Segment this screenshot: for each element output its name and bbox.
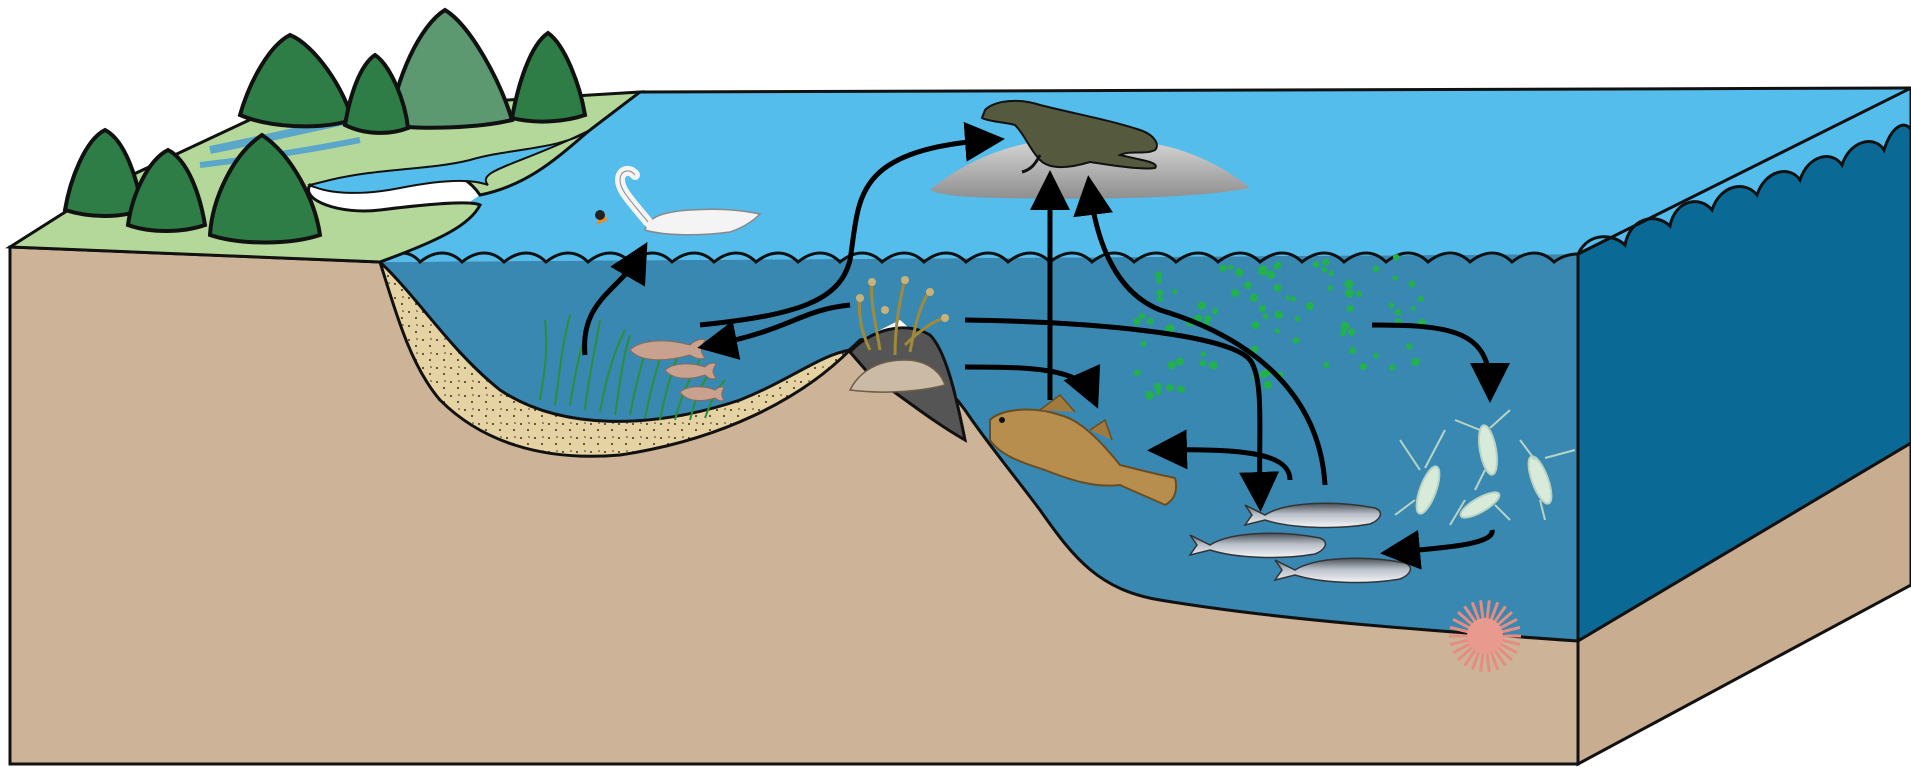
tree-icon bbox=[512, 33, 585, 122]
tree-icon bbox=[240, 35, 352, 126]
tree-icon bbox=[65, 130, 142, 216]
tree-icon bbox=[390, 10, 512, 128]
tree-icon bbox=[345, 55, 408, 133]
